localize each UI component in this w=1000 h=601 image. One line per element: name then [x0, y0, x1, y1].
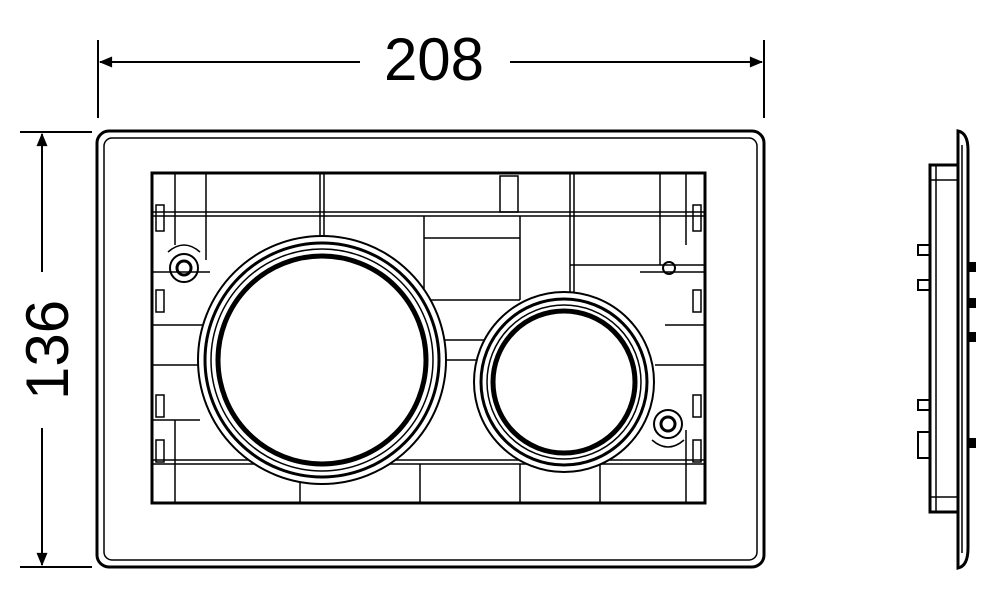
height-label: 136 [14, 300, 81, 400]
small-flush-button [473, 291, 655, 473]
side-clips [917, 244, 931, 459]
side-pins [968, 262, 976, 448]
large-flush-button [197, 235, 447, 485]
mounting-hole-right [651, 409, 685, 448]
height-dimension: 136 [14, 131, 92, 568]
width-label: 208 [384, 26, 484, 93]
side-view [917, 129, 976, 570]
front-view [95, 129, 766, 569]
cover-plate-bevel [103, 137, 758, 561]
width-dimension: 208 [97, 26, 765, 118]
inner-frame [150, 171, 707, 505]
side-body [928, 163, 960, 514]
side-slots [155, 204, 702, 463]
mounting-hole-right-top [662, 261, 676, 275]
cover-plate-outer [95, 129, 766, 569]
mounting-hole-left [167, 244, 201, 283]
side-plate [956, 129, 970, 570]
